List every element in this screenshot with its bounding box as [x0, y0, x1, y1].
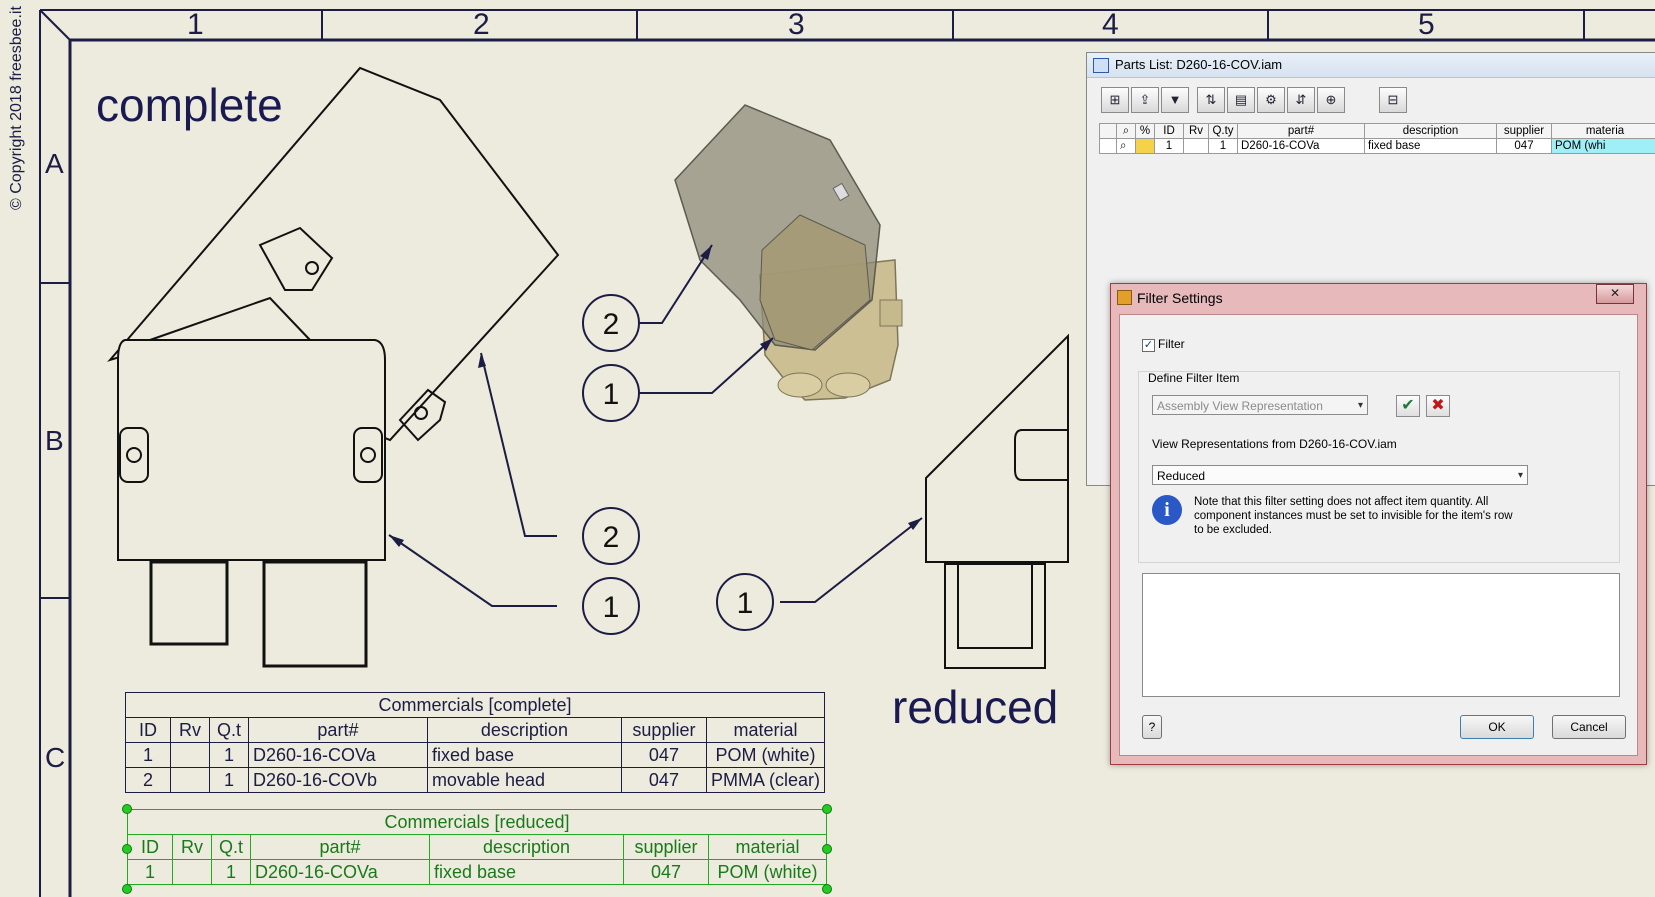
column-chooser-icon[interactable]: ⇵ [1287, 87, 1315, 113]
percent-icon[interactable]: % [1135, 123, 1155, 139]
chevron-down-icon: ▾ [1517, 470, 1523, 481]
sort-icon[interactable]: ⇅ [1197, 87, 1225, 113]
search-icon[interactable]: ⌕ [1116, 123, 1136, 139]
column-label-2: 2 [473, 8, 490, 41]
row-label-c: C [45, 742, 66, 773]
col-header: part# [247, 717, 428, 743]
col-header: material [705, 717, 826, 743]
selection-grip[interactable] [122, 884, 132, 894]
col-header: material [708, 834, 827, 860]
row-label-a: A [45, 148, 64, 179]
table-title: Commercials [reduced] [127, 809, 827, 835]
col-header[interactable]: Q.ty [1208, 123, 1238, 139]
column-label-4: 4 [1102, 8, 1119, 41]
balloon-reduced-1: 1 [737, 587, 754, 620]
selection-grip[interactable] [122, 844, 132, 854]
table-row: 2 1 D260-16-COVb movable head 047 PMMA (… [125, 767, 826, 793]
ok-button[interactable]: OK [1460, 715, 1534, 739]
col-header: Rv [169, 717, 210, 743]
col-header: part# [250, 834, 430, 860]
settings-icon[interactable]: ⚙ [1257, 87, 1285, 113]
commercials-complete-table[interactable]: Commercials [complete] ID Rv Q.t part# d… [125, 692, 826, 793]
dialog-body: ✓ Filter Define Filter Item Assembly Vie… [1119, 314, 1638, 756]
base-outline [117, 339, 386, 561]
filter-icon[interactable]: ▼ [1161, 87, 1189, 113]
balloon-iso-1: 1 [603, 378, 620, 411]
parts-list-title: Parts List: D260-16-COV.iam [1115, 57, 1283, 72]
table-icon [1093, 58, 1109, 73]
column-label-5: 5 [1418, 8, 1435, 41]
col-header: supplier [623, 834, 709, 860]
app-icon [1117, 290, 1132, 305]
col-header: Rv [172, 834, 212, 860]
close-button[interactable]: ✕ [1596, 284, 1634, 304]
balloon-front-1: 1 [603, 591, 620, 624]
filter-settings-dialog[interactable]: Filter Settings ✕ ✓ Filter Define Filter… [1110, 283, 1647, 765]
chevron-down-icon: ▾ [1357, 400, 1363, 411]
filter-label: Filter [1158, 337, 1185, 351]
parts-list-titlebar[interactable]: Parts List: D260-16-COV.iam [1087, 53, 1655, 78]
col-header: description [426, 717, 622, 743]
dialog-title: Filter Settings [1137, 290, 1223, 306]
filter-results-box[interactable] [1142, 573, 1620, 697]
part-icon [1135, 138, 1155, 154]
filter-group-box [1138, 371, 1620, 563]
table-title: Commercials [complete] [125, 692, 825, 718]
member-icon[interactable]: ⊟ [1379, 87, 1407, 113]
col-header[interactable]: description [1364, 123, 1497, 139]
view-rep-combo[interactable]: Reduced ▾ [1152, 465, 1528, 485]
apply-check-button[interactable]: ✔ [1396, 395, 1420, 417]
info-icon: i [1152, 495, 1182, 525]
table-row[interactable]: ⌕ 1 1 D260-16-COVa fixed base 047 POM (w… [1099, 138, 1655, 154]
group-icon[interactable]: ⊕ [1317, 87, 1345, 113]
view-options-icon[interactable]: ⊞ [1101, 87, 1129, 113]
selection-grip[interactable] [822, 844, 832, 854]
renumber-icon[interactable]: ▤ [1227, 87, 1255, 113]
dialog-titlebar[interactable]: Filter Settings ✕ [1111, 284, 1646, 310]
selection-grip[interactable] [822, 884, 832, 894]
search-icon[interactable]: ⌕ [1116, 138, 1136, 154]
help-button[interactable]: ? [1142, 715, 1162, 739]
cancel-button[interactable]: Cancel [1552, 715, 1626, 739]
col-header[interactable]: part# [1237, 123, 1365, 139]
view-title-complete: complete [96, 79, 283, 131]
export-icon[interactable]: ⇪ [1131, 87, 1159, 113]
table-row: 1 1 D260-16-COVa fixed base 047 POM (whi… [125, 742, 826, 768]
balloon-front-2: 2 [603, 521, 620, 554]
col-header[interactable]: materia [1551, 123, 1655, 139]
view-title-reduced: reduced [892, 681, 1059, 733]
col-header[interactable]: supplier [1496, 123, 1552, 139]
filter-checkbox[interactable]: ✓ [1142, 339, 1155, 352]
table-row: 1 1 D260-16-COVa fixed base 047 POM (whi… [127, 859, 827, 885]
balloon-iso-2: 2 [603, 308, 620, 341]
col-header: description [429, 834, 624, 860]
column-label-3: 3 [788, 8, 805, 41]
row-label-b: B [45, 425, 64, 456]
parts-list-table[interactable]: ⌕ % ID Rv Q.ty part# description supplie… [1099, 123, 1655, 154]
clear-x-button[interactable]: ✖ [1426, 395, 1450, 417]
filter-item-combo[interactable]: Assembly View Representation ▾ [1152, 395, 1368, 415]
col-header: Q.t [208, 717, 249, 743]
filter-note: Note that this filter setting does not a… [1194, 496, 1513, 536]
col-header: ID [127, 834, 173, 860]
define-filter-label: Define Filter Item [1148, 371, 1240, 385]
view-reps-label: View Representations from D260-16-COV.ia… [1152, 437, 1397, 451]
reduced-base-outline [925, 333, 1069, 563]
commercials-reduced-table[interactable]: Commercials [reduced] ID Rv Q.t part# de… [127, 809, 827, 885]
col-header: Q.t [211, 834, 251, 860]
column-label-1: 1 [187, 8, 204, 41]
col-header[interactable]: Rv [1183, 123, 1209, 139]
selection-grip[interactable] [122, 804, 132, 814]
col-header: supplier [620, 717, 707, 743]
col-header: ID [125, 717, 171, 743]
col-header[interactable]: ID [1154, 123, 1184, 139]
selection-grip[interactable] [822, 804, 832, 814]
copyright-text: © Copyright 2018 freesbee.it [8, 6, 25, 210]
